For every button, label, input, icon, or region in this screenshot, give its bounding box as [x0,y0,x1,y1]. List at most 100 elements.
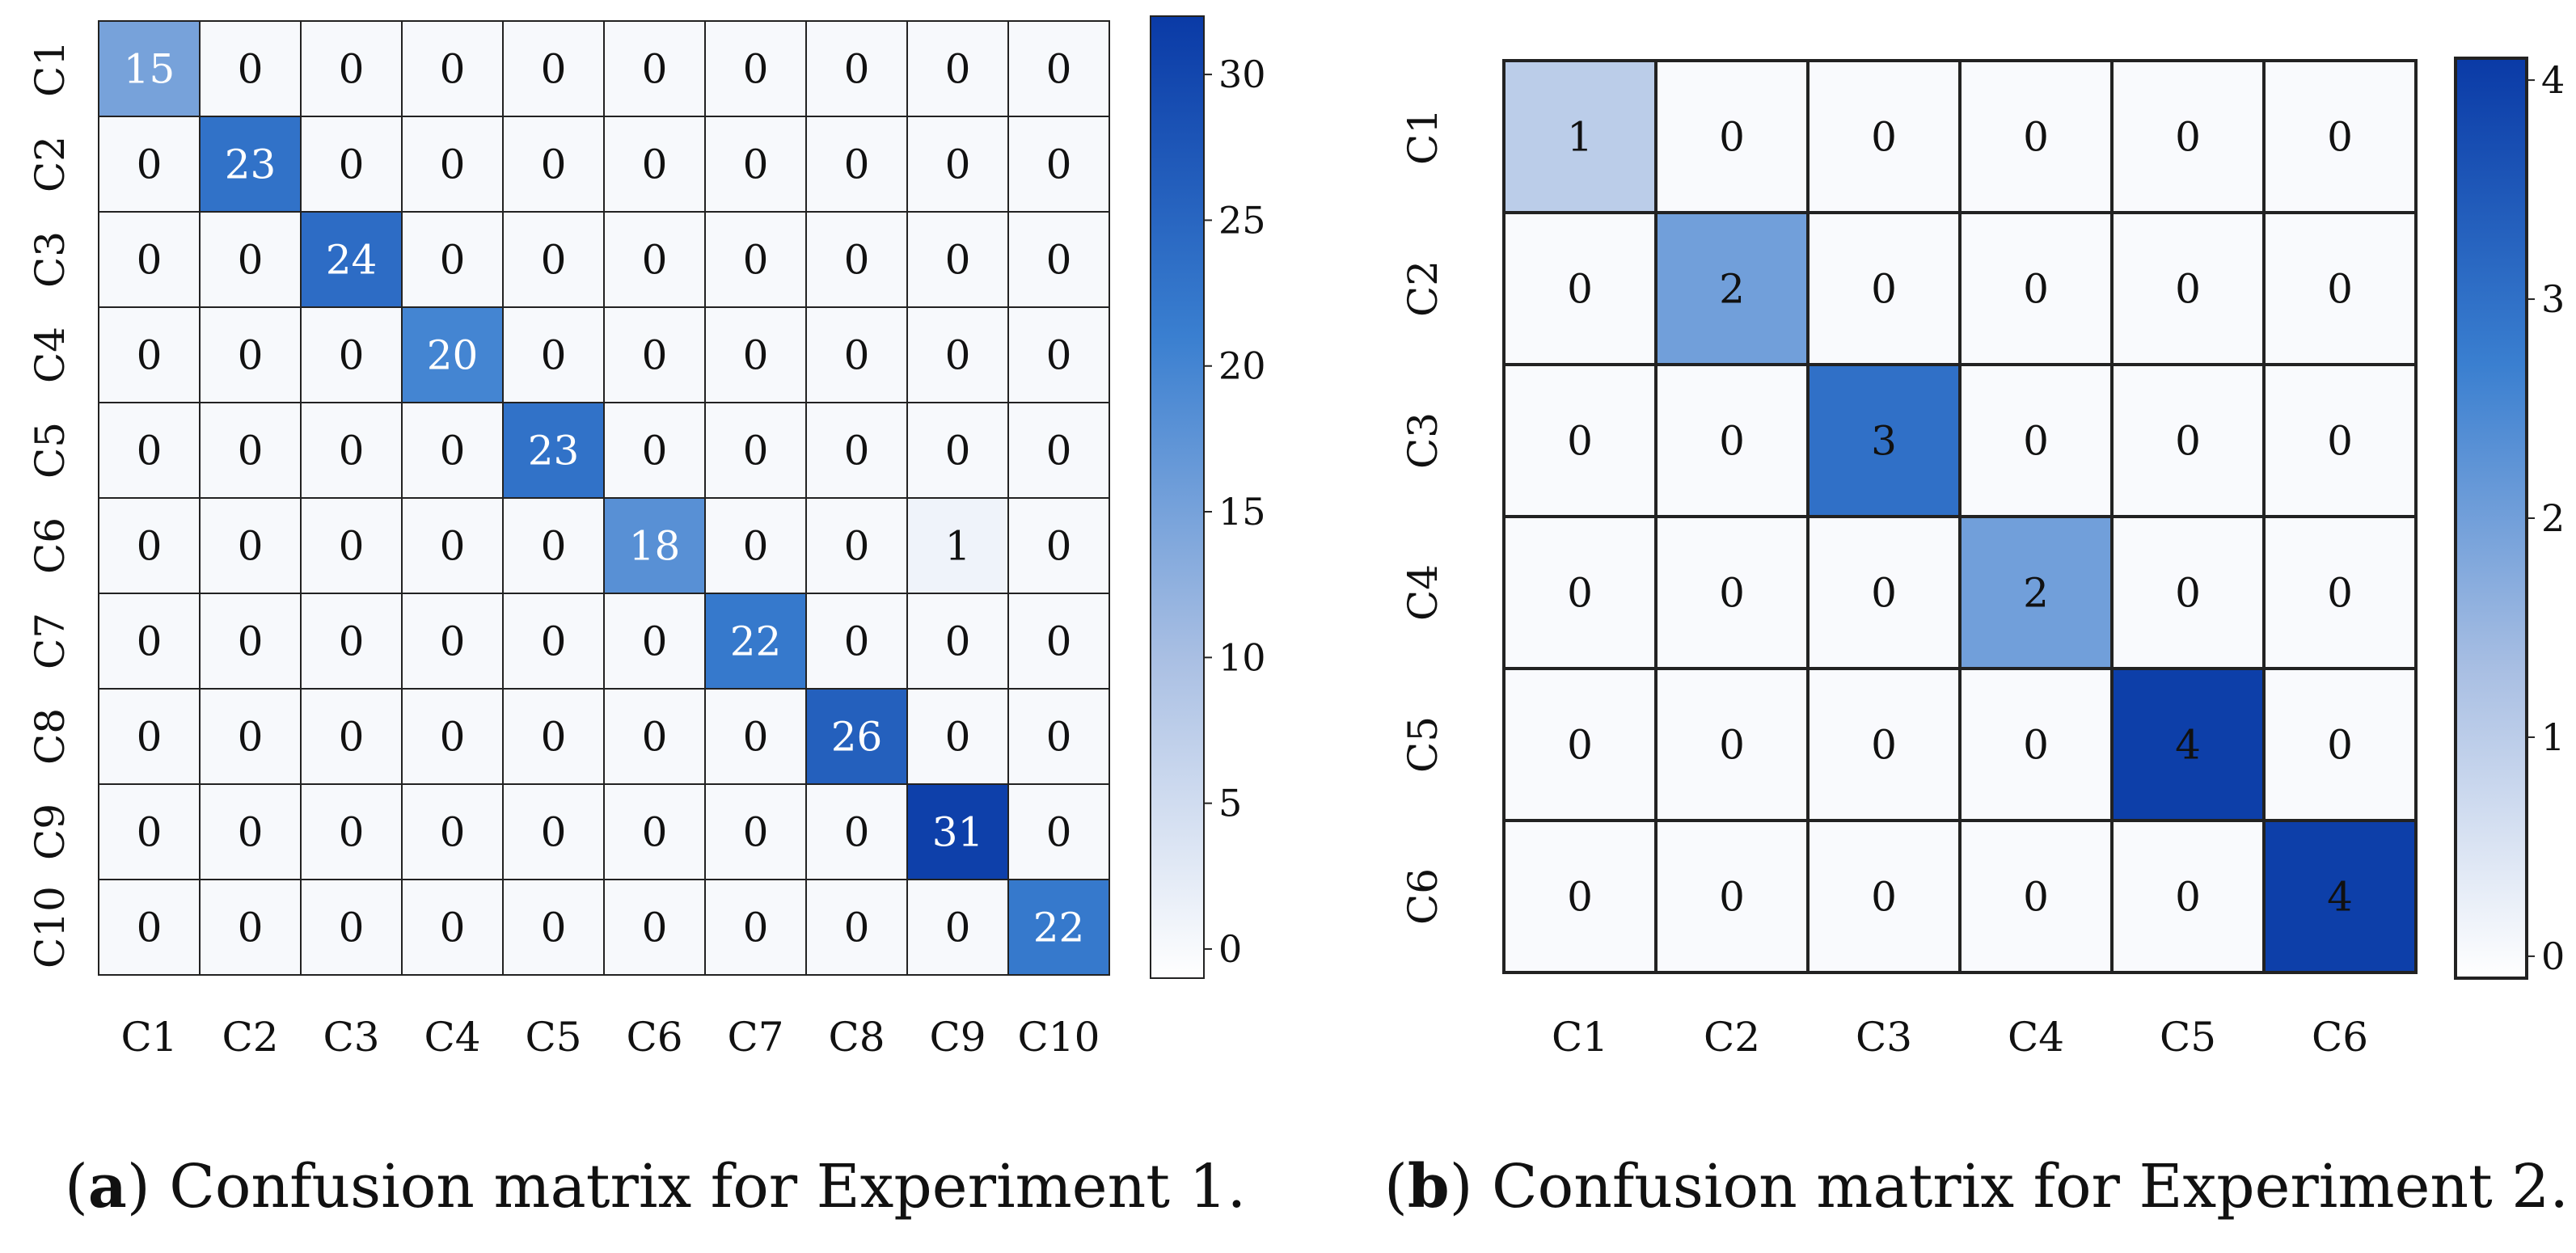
x-tick-label: C9 [929,1014,986,1061]
heatmap-cell [502,688,605,785]
cell-value-label: 0 [1046,714,1072,761]
cell-value-label: 0 [440,237,466,284]
heatmap-cell [603,306,706,403]
cell-value-label: 18 [629,523,681,570]
cell-value-label: 0 [1046,523,1072,570]
heatmap-frame [98,20,1110,976]
heatmap-cell [199,116,302,213]
cell-value-label: 0 [339,141,365,188]
heatmap-cell [300,497,403,594]
cell-value-label: 0 [440,618,466,665]
heatmap-cell [906,211,1009,308]
heatmap-cell [502,211,605,308]
heatmap-cell [98,306,201,403]
cell-value-label: 0 [1871,114,1897,161]
cell-value-label: 0 [743,237,769,284]
cell-value-label: 0 [2023,266,2049,313]
cell-value-label: 0 [1567,418,1593,465]
x-tick-label: C1 [120,1014,177,1061]
cell-value-label: 0 [1719,114,1745,161]
heatmap-cell [805,593,908,690]
cell-value-label: 0 [2023,418,2049,465]
cell-value-label: 0 [1046,428,1072,475]
cell-value-label: 0 [1871,722,1897,769]
cell-value-label: 23 [225,141,277,188]
cell-value-label: 0 [541,618,567,665]
cell-value-label: 0 [743,141,769,188]
cell-value-label: 0 [137,809,163,856]
cell-value-label: 22 [730,618,782,665]
heatmap-cell [1806,819,1962,974]
cell-value-label: 0 [642,714,668,761]
heatmap-cell [199,688,302,785]
heatmap-cell [2110,211,2266,366]
cell-value-label: 0 [137,905,163,951]
cell-value-label: 0 [945,237,971,284]
cell-value-label: 3 [1871,418,1897,465]
heatmap-cell [401,593,504,690]
heatmap-cell [1502,363,1658,518]
cell-value-label: 0 [440,905,466,951]
cell-value-label: 0 [1567,722,1593,769]
cell-value-label: 0 [945,905,971,951]
heatmap-cell [603,879,706,976]
heatmap-cell [1007,116,1110,213]
cell-value-label: 0 [642,618,668,665]
cell-value-label: 0 [1046,141,1072,188]
cell-value-label: 0 [440,523,466,570]
cell-value-label: 0 [945,618,971,665]
x-tick-label: C4 [2008,1014,2064,1061]
heatmap-cell [300,402,403,499]
heatmap-cell [704,783,807,880]
cell-value-label: 0 [541,809,567,856]
heatmap-cell [300,688,403,785]
caption-text-a: Confusion matrix for Experiment 1. [169,1152,1247,1221]
cell-value-label: 0 [2327,114,2353,161]
cell-value-label: 0 [844,332,870,379]
cell-value-label: 4 [2175,722,2201,769]
cell-value-label: 20 [427,332,479,379]
cell-value-label: 0 [440,428,466,475]
heatmap-cell [603,593,706,690]
heatmap-cell [805,783,908,880]
colorbar-tick-label: 0 [2541,934,2565,978]
heatmap-cell [2110,819,2266,974]
heatmap-cell [906,879,1009,976]
cell-value-label: 0 [541,905,567,951]
cell-value-label: 0 [238,618,264,665]
heatmap-cell [704,688,807,785]
cell-value-label: 0 [339,46,365,93]
cell-value-label: 0 [1046,809,1072,856]
heatmap-cell [704,593,807,690]
cell-value-label: 0 [2175,114,2201,161]
x-tick-label: C10 [1018,1014,1100,1061]
heatmap-cell [906,306,1009,403]
cell-value-label: 0 [339,905,365,951]
cell-value-label: 0 [844,523,870,570]
cell-value-label: 0 [1719,418,1745,465]
heatmap-cell [603,20,706,117]
y-tick-label: C4 [27,327,74,383]
cell-value-label: 0 [137,141,163,188]
heatmap-cell [1654,211,1810,366]
y-tick-label: C4 [1400,564,1446,621]
heatmap-cell [401,783,504,880]
heatmap-cell [1958,515,2114,670]
y-tick-label: C5 [1400,716,1446,773]
heatmap-cell [805,879,908,976]
cell-value-label: 1 [945,523,971,570]
heatmap-cell [199,402,302,499]
x-tick-label: C3 [1856,1014,1912,1061]
colorbar-tick-label: 15 [1218,490,1266,534]
heatmap-cell [805,402,908,499]
cell-value-label: 0 [1567,570,1593,617]
x-tick-label: C6 [626,1014,682,1061]
cell-value-label: 0 [642,428,668,475]
cell-value-label: 0 [1046,46,1072,93]
cell-value-label: 2 [2023,570,2049,617]
cell-value-label: 0 [743,46,769,93]
heatmap-cell [199,20,302,117]
cell-value-label: 0 [844,905,870,951]
caption-experiment-1: (a) Confusion matrix for Experiment 1. [65,1152,1247,1221]
cell-value-label: 0 [945,46,971,93]
